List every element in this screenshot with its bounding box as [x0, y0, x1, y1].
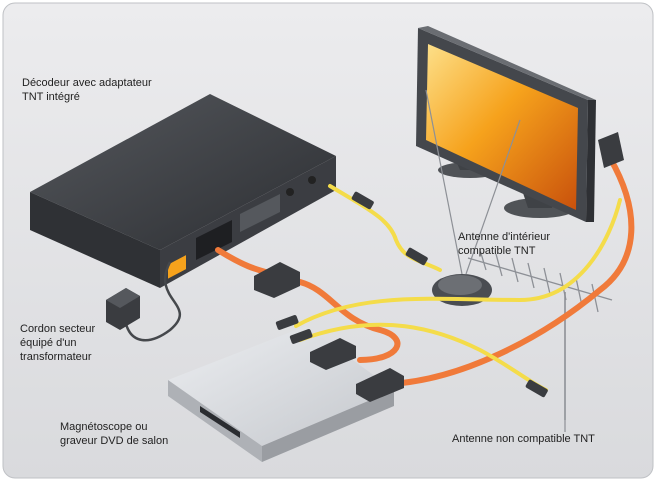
connectors-drawing: [254, 132, 624, 402]
recorder-label-line1: Magnétoscope ou: [60, 421, 148, 433]
indoor-antenna-label-line2: compatible TNT: [458, 245, 536, 257]
decoder-label-line2: TNT intégré: [22, 91, 80, 103]
decoder-drawing: [30, 94, 336, 288]
tv-drawing: [416, 26, 596, 222]
recorder-label-line2: graveur DVD de salon: [60, 435, 169, 447]
outdoor-antenna-label: Antenne non compatible TNT: [452, 432, 595, 446]
outdoor-antenna-label-text: Antenne non compatible TNT: [452, 433, 595, 445]
recorder-label: Magnétoscope ou graveur DVD de salon: [60, 420, 168, 448]
decoder-label: Décodeur avec adaptateur TNT intégré: [22, 76, 152, 104]
power-cord-label: Cordon secteur équipé d'un transformateu…: [20, 322, 95, 364]
power-cord-label-line2: équipé d'un: [20, 337, 77, 349]
power-adaptor-drawing: [106, 261, 182, 342]
indoor-antenna-drawing: [425, 89, 521, 306]
indoor-antenna-label: Antenne d'intérieur compatible TNT: [458, 230, 550, 258]
power-cord-label-line1: Cordon secteur: [20, 323, 96, 335]
indoor-antenna-label-line1: Antenne d'intérieur: [458, 231, 550, 243]
power-cord-label-line3: transformateur: [20, 351, 92, 363]
decoder-label-line1: Décodeur avec adaptateur: [22, 77, 152, 89]
